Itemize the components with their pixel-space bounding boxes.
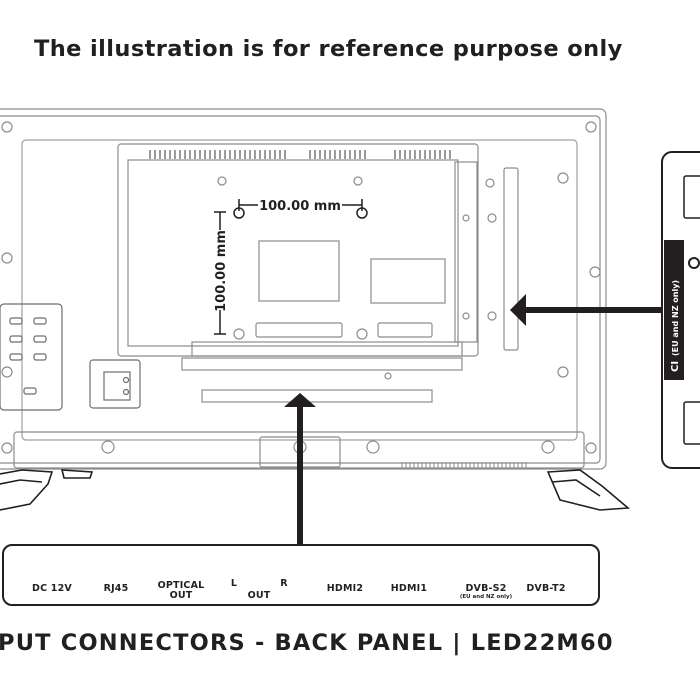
stand-feet [0,469,631,511]
dc-12v-text: DC 12V [32,583,72,594]
dc-12v-label: DC 12V [26,584,78,594]
rj45-label: RJ45 [92,584,140,594]
bottom-vents [401,462,527,468]
back-chassis [117,143,519,403]
horizontal-dimension-label: 100.00 mm [259,199,341,214]
vesa-dimension-marks [214,199,368,335]
audio-left-text: L [230,578,238,589]
ci-slot-label: CI [670,361,681,372]
dvb-t2-text: DVB-T2 [526,583,566,594]
ci-slot-note: (EU and NZ only) [671,280,680,356]
audio-right-label: R [276,579,292,589]
dvb-s2-text: DVB-S2 [465,583,507,594]
ci-slot-arrow [510,294,664,326]
hdmi2-label: HDMI2 [318,584,372,594]
input-connectors-panel [2,544,600,606]
audio-left-label: L [226,579,242,589]
back-panel-caption: PUT CONNECTORS - BACK PANEL | LED22M60 [0,630,614,656]
hdmi2-text: HDMI2 [326,583,364,594]
hdmi1-label: HDMI1 [382,584,436,594]
dvb-s2-label: DVB-S2 (EU and NZ only) [450,583,522,601]
audio-right-text: R [280,578,288,589]
optical-out-text: OUT [169,590,193,601]
hdmi1-text: HDMI1 [390,583,428,594]
ci-side-panel [661,151,700,469]
top-vents [149,150,451,159]
optical-out-label: OPTICAL OUT [150,581,212,601]
dvb-s2-note: (EU and NZ only) [459,594,513,600]
rj45-text: RJ45 [103,583,129,594]
dvb-t2-label: DVB-T2 [518,584,574,594]
audio-out-label: OUT [244,591,274,601]
reference-disclaimer: The illustration is for reference purpos… [34,36,623,62]
back-panel-arrow [284,393,316,544]
audio-out-text: OUT [247,590,271,601]
optical-text: OPTICAL [157,580,205,591]
vertical-dimension-label: 100.00 mm [214,230,229,312]
side-control-panel [0,303,141,411]
